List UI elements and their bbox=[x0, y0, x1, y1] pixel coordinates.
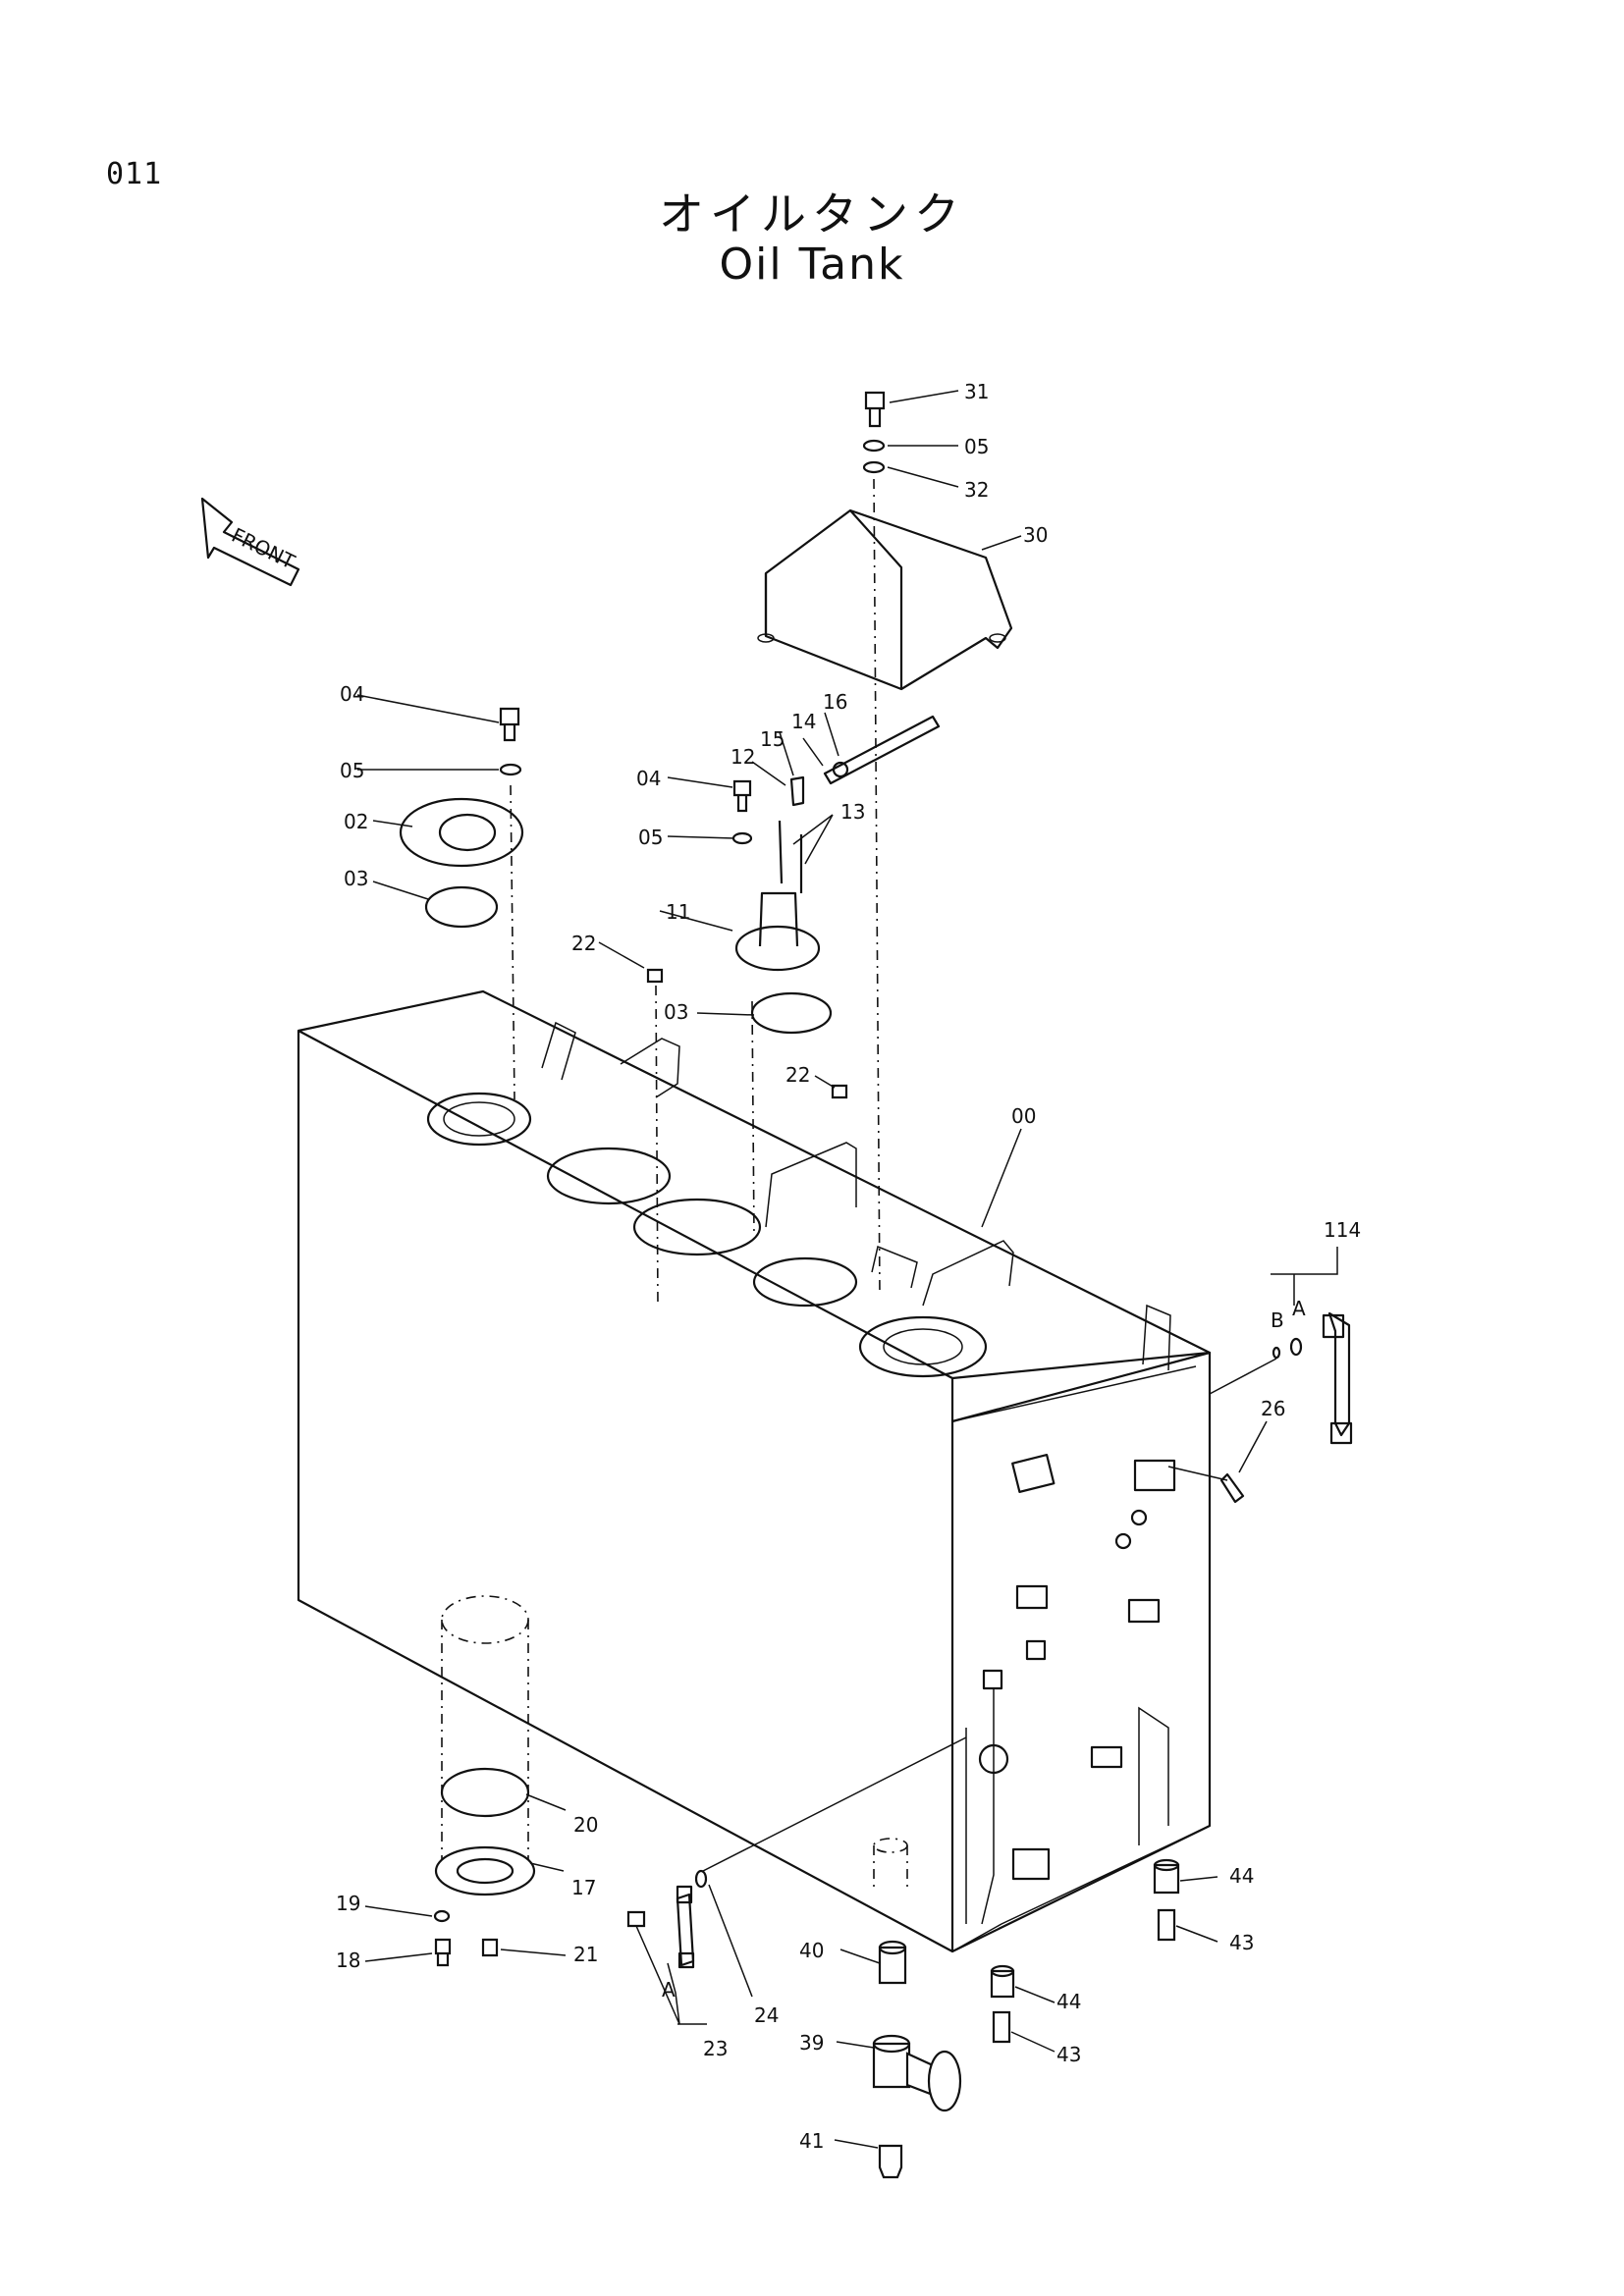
callout-43: 43 bbox=[1229, 1931, 1254, 1954]
callout-14: 14 bbox=[791, 710, 816, 733]
callout-44: 44 bbox=[1229, 1864, 1254, 1888]
title-english: Oil Tank bbox=[719, 240, 905, 290]
callout-39: 39 bbox=[799, 2031, 824, 2055]
sight-gauge-part-23 bbox=[626, 1736, 967, 2025]
callout-21: 21 bbox=[573, 1943, 598, 1966]
top-fastener-parts bbox=[399, 391, 941, 1307]
callout-03: 03 bbox=[664, 1000, 688, 1024]
front-label: FRONT bbox=[228, 523, 299, 574]
callout-30: 30 bbox=[1023, 523, 1048, 547]
callout-17: 17 bbox=[571, 1876, 596, 1899]
callout-00: 00 bbox=[1011, 1104, 1036, 1128]
callout-114: 114 bbox=[1324, 1218, 1361, 1242]
callout-41: 41 bbox=[799, 2129, 824, 2153]
callout-44: 44 bbox=[1056, 1990, 1081, 2013]
callout-22: 22 bbox=[785, 1063, 810, 1087]
callout-11: 11 bbox=[666, 900, 690, 924]
callout-23: 23 bbox=[703, 2037, 728, 2060]
callout-26: 26 bbox=[1261, 1397, 1285, 1420]
title-japanese: オイルタンク bbox=[659, 187, 965, 240]
callout-43: 43 bbox=[1056, 2043, 1081, 2066]
callout-05: 05 bbox=[638, 826, 663, 849]
callout-labels: 31 05 32 30 04 05 02 03 16 14 15 12 04 1… bbox=[336, 380, 1361, 2153]
callout-02: 02 bbox=[344, 810, 368, 833]
callout-19: 19 bbox=[336, 1892, 360, 1915]
callout-22: 22 bbox=[571, 932, 596, 955]
callout-16: 16 bbox=[823, 690, 847, 714]
front-arrow-icon: FRONT bbox=[200, 497, 300, 587]
level-gauge-part-114 bbox=[1209, 1247, 1353, 1445]
callout-03: 03 bbox=[344, 867, 368, 890]
cover-part-30 bbox=[757, 508, 1013, 691]
callout-40: 40 bbox=[799, 1939, 824, 1962]
callout-A-sight: A bbox=[662, 1978, 676, 2002]
leader-lines bbox=[356, 390, 1268, 2149]
callout-15: 15 bbox=[760, 727, 785, 751]
bottom-flange-parts bbox=[433, 1595, 536, 1967]
callout-13: 13 bbox=[840, 800, 865, 824]
callout-05: 05 bbox=[340, 759, 364, 782]
callout-04: 04 bbox=[636, 767, 661, 790]
callout-31: 31 bbox=[964, 380, 989, 403]
callout-18: 18 bbox=[336, 1949, 360, 1972]
callout-20: 20 bbox=[573, 1813, 598, 1837]
callout-12: 12 bbox=[731, 745, 755, 769]
callout-A: A bbox=[1292, 1297, 1306, 1320]
foot-mount-parts bbox=[990, 1858, 1180, 2044]
page-number: 011 bbox=[106, 157, 163, 191]
callout-04: 04 bbox=[340, 682, 364, 706]
tank-body bbox=[297, 989, 1212, 1953]
callout-05: 05 bbox=[964, 435, 989, 458]
plug-part-26 bbox=[1167, 1466, 1245, 1504]
callout-24: 24 bbox=[754, 2003, 779, 2027]
callout-B: B bbox=[1271, 1308, 1284, 1332]
callout-32: 32 bbox=[964, 478, 989, 502]
drain-valve-parts bbox=[872, 1838, 962, 2179]
